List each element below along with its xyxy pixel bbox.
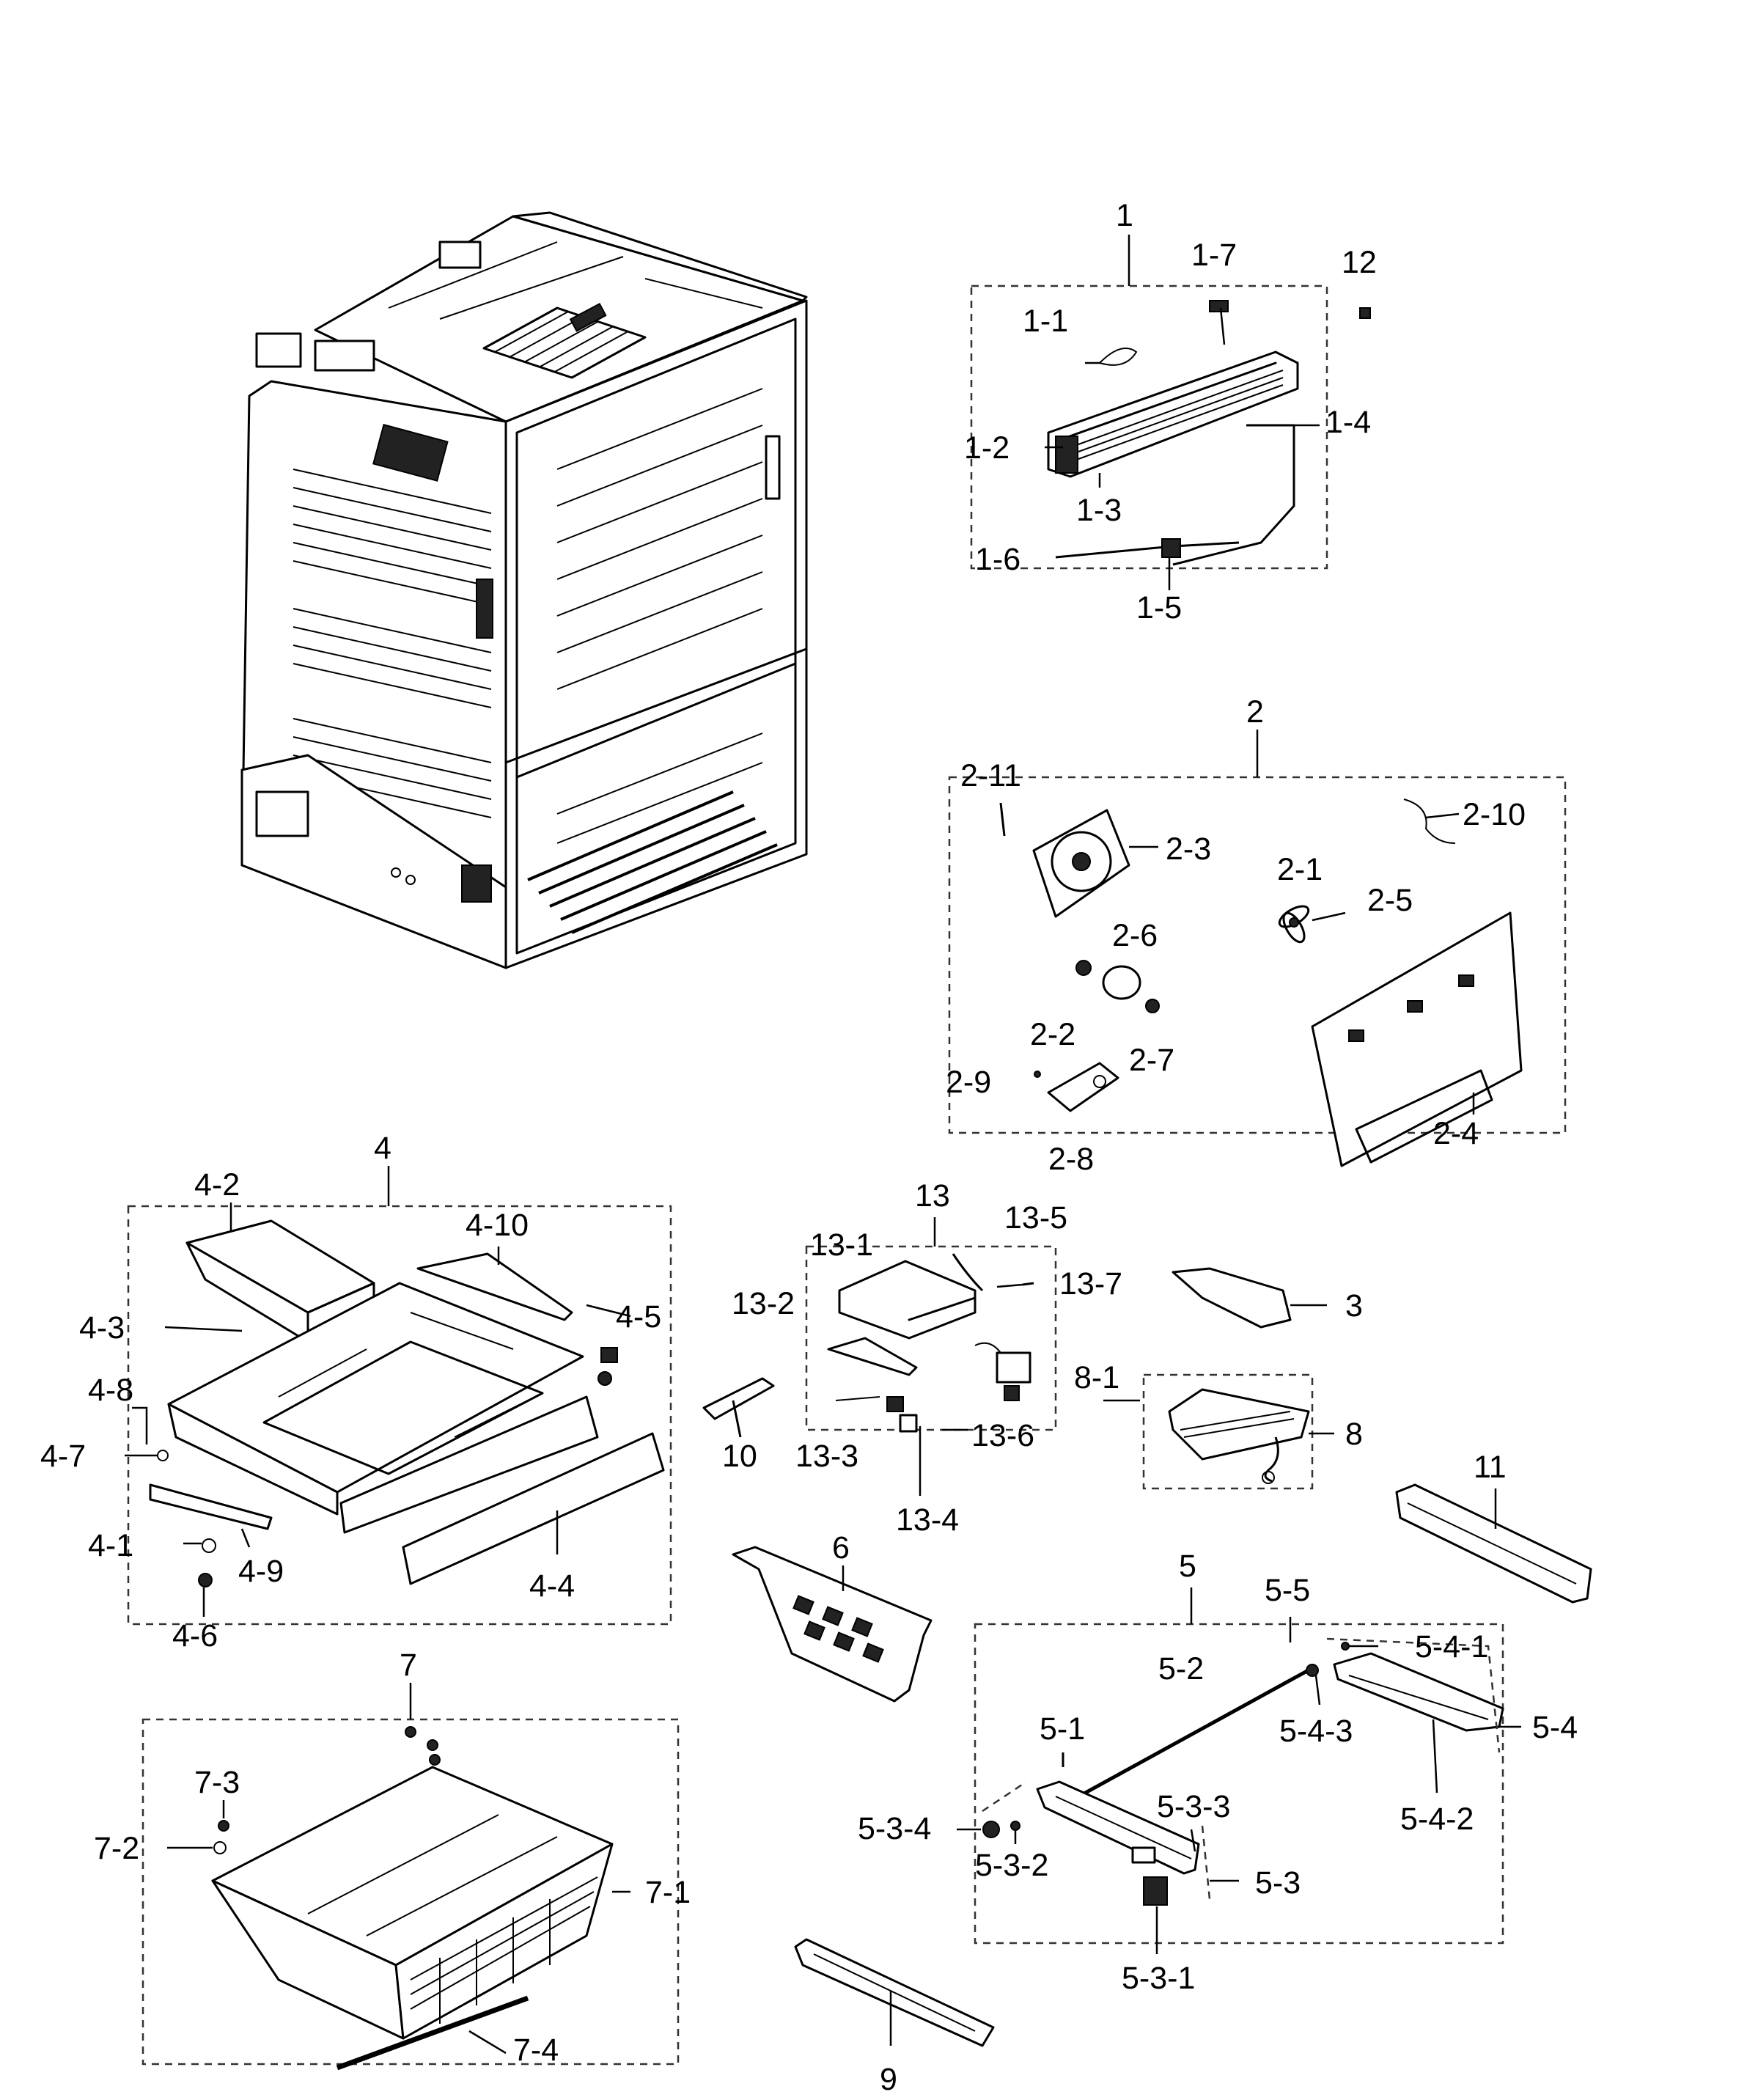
label-2-2: 2-2 bbox=[1030, 1017, 1075, 1052]
label-8: 8 bbox=[1345, 1417, 1363, 1452]
label-2-1: 2-1 bbox=[1277, 852, 1323, 887]
label-7-4: 7-4 bbox=[513, 2033, 559, 2068]
callout-labels: 1 1-1 1-2 1-3 1-4 1-5 1-6 1-7 12 2 2-1 2… bbox=[40, 198, 1578, 2097]
label-5-3-4: 5-3-4 bbox=[858, 1811, 931, 1846]
label-4-1: 4-1 bbox=[88, 1528, 133, 1563]
label-1-6: 1-6 bbox=[975, 542, 1020, 577]
label-1-1: 1-1 bbox=[1023, 304, 1068, 339]
label-4-2: 4-2 bbox=[194, 1167, 240, 1203]
label-4-10: 4-10 bbox=[466, 1208, 529, 1243]
group-1-evaporator bbox=[970, 235, 1328, 590]
part-10-bracket bbox=[702, 1377, 775, 1438]
label-1-3: 1-3 bbox=[1076, 493, 1122, 528]
part-3-cover bbox=[1172, 1267, 1327, 1329]
label-13-4: 13-4 bbox=[896, 1502, 959, 1538]
label-2-9: 2-9 bbox=[946, 1065, 991, 1100]
label-5-4-1: 5-4-1 bbox=[1415, 1629, 1488, 1664]
label-12: 12 bbox=[1342, 245, 1377, 280]
ice-maker-mold bbox=[1180, 1411, 1295, 1438]
label-4-5: 4-5 bbox=[616, 1299, 661, 1334]
label-10: 10 bbox=[722, 1439, 757, 1474]
label-7: 7 bbox=[400, 1648, 417, 1683]
label-13: 13 bbox=[915, 1178, 950, 1214]
group-7-bottom-basket bbox=[141, 1683, 680, 2071]
label-4-7: 4-7 bbox=[40, 1439, 86, 1474]
label-4-3: 4-3 bbox=[79, 1310, 125, 1345]
group-8-ice-maker bbox=[1103, 1373, 1334, 1490]
label-13-7: 13-7 bbox=[1059, 1266, 1122, 1302]
label-4-9: 4-9 bbox=[238, 1554, 284, 1589]
label-2-3: 2-3 bbox=[1166, 831, 1211, 867]
part-11-rail bbox=[1395, 1483, 1592, 1604]
label-7-3: 7-3 bbox=[194, 1765, 240, 1800]
label-13-5: 13-5 bbox=[1004, 1200, 1067, 1236]
label-5-2: 5-2 bbox=[1158, 1651, 1204, 1686]
label-2-4: 2-4 bbox=[1433, 1116, 1479, 1151]
label-1-2: 1-2 bbox=[964, 430, 1009, 466]
label-5-3-2: 5-3-2 bbox=[975, 1848, 1048, 1883]
label-2-7: 2-7 bbox=[1129, 1043, 1174, 1078]
evaporator-fins bbox=[1070, 370, 1284, 463]
label-2-5: 2-5 bbox=[1367, 883, 1413, 918]
basket-grid bbox=[307, 1814, 598, 2024]
label-7-1: 7-1 bbox=[645, 1875, 691, 1910]
label-5-3-3: 5-3-3 bbox=[1157, 1789, 1230, 1824]
label-1-4: 1-4 bbox=[1325, 405, 1371, 440]
drawer-vents bbox=[278, 1312, 543, 1438]
part-12 bbox=[1359, 307, 1371, 319]
label-13-6: 13-6 bbox=[971, 1418, 1034, 1453]
label-5: 5 bbox=[1179, 1549, 1196, 1584]
label-1: 1 bbox=[1116, 198, 1133, 233]
group-13-ice-maker bbox=[805, 1217, 1057, 1496]
label-7-2: 7-2 bbox=[94, 1831, 139, 1866]
label-11: 11 bbox=[1474, 1450, 1507, 1485]
side-panel-ribs bbox=[293, 469, 492, 818]
label-5-3-1: 5-3-1 bbox=[1122, 1961, 1195, 1996]
part-9-front-trim bbox=[794, 1938, 995, 2047]
label-5-3: 5-3 bbox=[1255, 1865, 1301, 1901]
label-13-2: 13-2 bbox=[732, 1286, 795, 1321]
label-13-3: 13-3 bbox=[795, 1439, 858, 1474]
label-4-8: 4-8 bbox=[88, 1373, 133, 1408]
label-13-1: 13-1 bbox=[810, 1227, 873, 1263]
label-9: 9 bbox=[880, 2062, 897, 2097]
part-6-basket bbox=[732, 1546, 933, 1703]
label-2-6: 2-6 bbox=[1112, 918, 1158, 953]
group-2-fan-assembly bbox=[948, 730, 1567, 1167]
label-2: 2 bbox=[1246, 694, 1264, 730]
group-4-drawer bbox=[125, 1166, 672, 1626]
label-2-11: 2-11 bbox=[960, 758, 1021, 793]
group-5-rail-assembly bbox=[957, 1587, 1521, 1954]
label-5-1: 5-1 bbox=[1040, 1711, 1085, 1747]
label-1-7: 1-7 bbox=[1191, 238, 1237, 273]
label-4: 4 bbox=[374, 1131, 391, 1166]
interior-ribs-upper bbox=[556, 388, 763, 690]
label-4-4: 4-4 bbox=[529, 1568, 575, 1604]
basket-6-vents bbox=[792, 1595, 884, 1663]
refrigerator-cabinet bbox=[240, 211, 808, 969]
label-5-4-3: 5-4-3 bbox=[1279, 1714, 1353, 1749]
label-6: 6 bbox=[832, 1530, 850, 1565]
label-2-8: 2-8 bbox=[1048, 1142, 1094, 1177]
fan-blade bbox=[1278, 905, 1310, 944]
label-5-4-2: 5-4-2 bbox=[1400, 1802, 1474, 1837]
label-2-10: 2-10 bbox=[1463, 797, 1526, 832]
label-5-5: 5-5 bbox=[1265, 1573, 1310, 1608]
label-8-1: 8-1 bbox=[1074, 1360, 1119, 1395]
label-4-6: 4-6 bbox=[172, 1618, 218, 1653]
interior-ribs-lower bbox=[527, 733, 778, 934]
label-1-5: 1-5 bbox=[1136, 590, 1182, 625]
label-5-4: 5-4 bbox=[1532, 1710, 1578, 1745]
label-3: 3 bbox=[1345, 1288, 1363, 1323]
